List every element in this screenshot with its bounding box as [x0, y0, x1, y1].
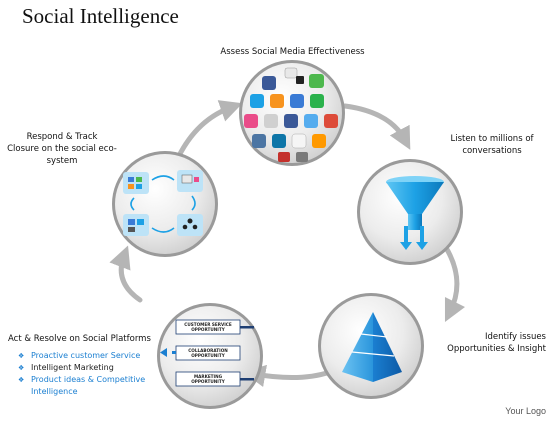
stage-identify-circle	[318, 293, 424, 399]
stage-assess-circle	[239, 60, 345, 166]
assess-label: Assess Social Media Effectiveness	[220, 47, 365, 57]
stage-respond-circle	[112, 151, 218, 257]
opportunity-2-line1: COLLABORATION	[188, 348, 228, 353]
pyramid-icon	[342, 312, 402, 382]
opportunity-list-icon: CUSTOMER SERVICE OPPORTUNITY COLLABORATI…	[160, 319, 254, 387]
list-item: ❖ Proactive customer Service	[18, 350, 178, 362]
footer-logo-text: Your Logo	[505, 406, 546, 416]
arrow-identify-to-act	[242, 364, 333, 388]
arrow-respond-to-assess	[173, 100, 243, 165]
arrow-listen-to-identify	[442, 243, 466, 323]
opportunity-3-line2: OPPORTUNITY	[191, 379, 225, 384]
opportunity-1-line2: OPPORTUNITY	[191, 327, 225, 332]
respond-label-line1: Respond & Track	[26, 132, 98, 142]
opportunity-2-line2: OPPORTUNITY	[191, 353, 225, 358]
stage-listen-circle	[357, 159, 463, 265]
diamond-bullet-icon: ❖	[18, 364, 25, 372]
act-bullet-list: ❖ Proactive customer Service ❖ Intellige…	[18, 350, 178, 398]
identify-label: Identify issues Opportunities & Insight	[420, 331, 546, 355]
listen-label: Listen to millions of conversations	[432, 133, 552, 157]
bullet-text-3: Product ideas & Competitive Intelligence	[31, 375, 146, 396]
social-media-icons-grid	[244, 67, 338, 162]
bullet-text-1: Proactive customer Service	[31, 351, 141, 360]
page-title: Social Intelligence	[22, 4, 179, 28]
listen-label-line1: Listen to millions of	[450, 134, 534, 144]
arrow-assess-to-listen	[342, 103, 411, 150]
diamond-bullet-icon: ❖	[18, 376, 25, 384]
opportunity-3-line1: MARKETING	[194, 374, 223, 379]
funnel-icon	[386, 176, 444, 250]
diamond-bullet-icon: ❖	[18, 352, 25, 360]
act-label: Act & Resolve on Social Platforms	[8, 334, 151, 344]
listen-label-line2: conversations	[462, 146, 522, 156]
stage-act-circle: CUSTOMER SERVICE OPPORTUNITY COLLABORATI…	[157, 303, 263, 409]
respond-label-line2: Closure on the social eco-	[7, 144, 117, 154]
bullet-text-2: Intelligent Marketing	[31, 363, 114, 372]
list-item: ❖ Intelligent Marketing	[18, 362, 178, 374]
identify-label-line1: Identify issues	[484, 332, 546, 342]
respond-label-line3: system	[46, 156, 78, 166]
arrow-act-to-respond	[109, 245, 143, 303]
respond-label: Respond & Track Closure on the social ec…	[6, 131, 118, 167]
identify-label-line2: Opportunities & Insight	[447, 344, 546, 354]
opportunity-1-line1: CUSTOMER SERVICE	[184, 322, 232, 327]
workflow-cycle-icon	[123, 170, 203, 236]
list-item: ❖ Product ideas & Competitive Intelligen…	[18, 374, 178, 398]
